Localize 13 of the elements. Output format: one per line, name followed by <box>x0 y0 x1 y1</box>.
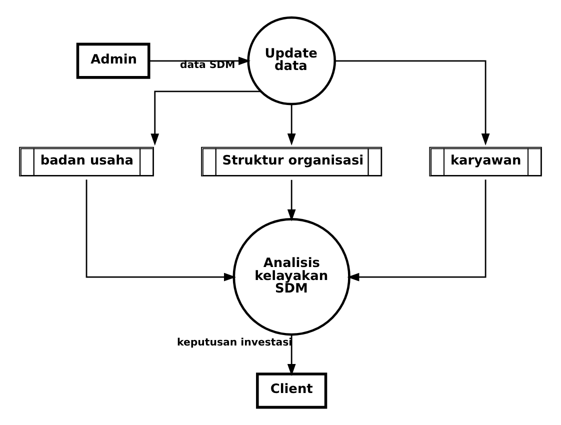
node-box: Admin <box>76 42 150 79</box>
arrow <box>148 56 251 66</box>
arrow <box>347 180 486 282</box>
node-box: Client <box>256 372 328 409</box>
arrow <box>334 60 490 146</box>
arrow <box>287 334 296 376</box>
arrow <box>150 90 261 146</box>
arrow <box>86 180 236 282</box>
arrow <box>287 104 296 146</box>
node-circle: Analisis kelayakan SDM <box>232 218 350 336</box>
edge-label: keputusan investasi <box>177 338 292 349</box>
node-circle: Update data <box>247 16 336 106</box>
arrow <box>287 180 296 222</box>
